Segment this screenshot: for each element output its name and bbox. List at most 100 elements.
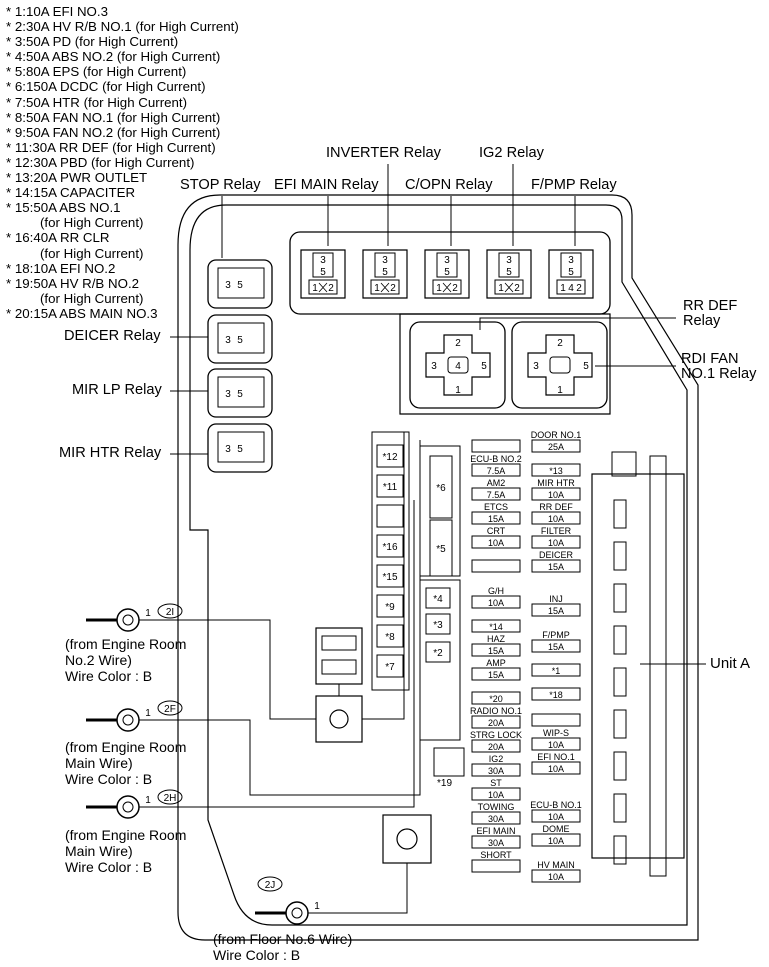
fuse-a-name: AMP bbox=[486, 658, 506, 668]
fuse-left-slot: *7 bbox=[376, 654, 404, 678]
fuse-a-val: 20A bbox=[488, 718, 504, 728]
fuse-b-name: F/PMP bbox=[542, 630, 570, 640]
pin-label: 2 bbox=[328, 283, 334, 294]
fuse-b-name: DEICER bbox=[539, 550, 574, 560]
fuse-a-val: 10A bbox=[488, 598, 504, 608]
fuse-b: HV MAIN 10A bbox=[531, 860, 581, 883]
unit-a-slot bbox=[613, 625, 627, 655]
fuse-b: DEICER 15A bbox=[531, 550, 581, 573]
legend-line: * 9:50A FAN NO.2 (for High Current) bbox=[6, 124, 221, 140]
efi-main-relay-label: EFI MAIN Relay bbox=[274, 177, 379, 193]
fuse-a-name: AM2 bbox=[487, 478, 506, 488]
pin-label: 1 bbox=[455, 385, 461, 396]
fuse-b-name: WIP-S bbox=[543, 728, 569, 738]
legend-line: * 4:50A ABS NO.2 (for High Current) bbox=[6, 49, 221, 65]
wire-2F bbox=[136, 440, 421, 796]
pin-label: 5 bbox=[583, 361, 589, 372]
pin-label: 3 bbox=[225, 444, 231, 455]
pin-label: 3 bbox=[568, 255, 574, 266]
pin-label: 3 bbox=[431, 361, 437, 372]
unit-a-slot bbox=[613, 667, 627, 697]
fuse-mid-slot: *5 bbox=[429, 519, 453, 577]
wire-pin: 1 bbox=[145, 708, 151, 719]
pin-label: 1 bbox=[557, 385, 563, 396]
fuse-b-name: INJ bbox=[549, 594, 563, 604]
fuse-b-name: HV MAIN bbox=[537, 860, 575, 870]
fuse-b-val: *1 bbox=[552, 666, 561, 676]
wire-tag: 2I bbox=[166, 607, 174, 618]
wire-tag: 2J bbox=[265, 880, 276, 891]
fuse-left-slot: *9 bbox=[376, 594, 404, 618]
fuse-a-val: 7.5A bbox=[487, 490, 506, 500]
fuse-mid-slot: *3 bbox=[425, 613, 451, 635]
fuse-a-val: 7.5A bbox=[487, 466, 506, 476]
fuse-left-slot: *8 bbox=[376, 624, 404, 648]
fuse-b-val: 10A bbox=[548, 538, 564, 548]
fuse-left-slot: *12 bbox=[376, 444, 404, 468]
mir-lp-relay-label: MIR LP Relay bbox=[72, 382, 162, 398]
wire-pin: 1 bbox=[145, 795, 151, 806]
fuse-b-val: 10A bbox=[548, 872, 564, 882]
fuse-b-name: RR DEF bbox=[539, 502, 573, 512]
fuse-a-name: STRG LOCK bbox=[470, 730, 522, 740]
fuse-a-name: SHORT bbox=[480, 850, 512, 860]
fuse-a-val: *14 bbox=[489, 622, 503, 632]
legend-line: * 6:150A DCDC (for High Current) bbox=[6, 79, 206, 95]
fuse-a-name: ST bbox=[490, 778, 502, 788]
fuse-a: ECU-B NO.27.5A bbox=[470, 454, 522, 477]
copn-relay-label: C/OPN Relay bbox=[405, 177, 493, 193]
wire-2J bbox=[305, 863, 408, 914]
fuse-b-val: 25A bbox=[548, 442, 564, 452]
unit-a-slot bbox=[613, 835, 627, 865]
big-relay-block bbox=[399, 313, 611, 415]
fuse-mid-label: *2 bbox=[433, 648, 443, 659]
fuse-mid-label: *5 bbox=[436, 544, 446, 555]
pin-label: 4 bbox=[568, 283, 574, 294]
pin-label: 5 bbox=[237, 389, 243, 400]
fuse-a-val: 30A bbox=[488, 766, 504, 776]
legend-line: * 18:10A EFI NO.2 bbox=[6, 260, 116, 276]
fuse-a-val: 30A bbox=[488, 838, 504, 848]
fuse-b-name: EFI NO.1 bbox=[537, 752, 575, 762]
rr-def-relay-label: RR DEF bbox=[683, 298, 738, 314]
pin-label: 1 bbox=[436, 283, 442, 294]
fuse-legend: * 1:10A EFI NO.3* 2:30A HV R/B NO.1 (for… bbox=[6, 4, 256, 321]
fuse-b-name: MIR HTR bbox=[537, 478, 575, 488]
legend-line: (for High Current) bbox=[40, 290, 144, 306]
fuse-left-label: *8 bbox=[385, 632, 395, 643]
fuse-b-val: *18 bbox=[549, 690, 563, 700]
legend-line: * 12:30A PBD (for High Current) bbox=[6, 154, 195, 170]
legend-line: * 15:50A ABS NO.1 bbox=[6, 200, 121, 216]
pin-label: 5 bbox=[382, 267, 388, 278]
pin-label: 1 bbox=[312, 283, 318, 294]
mir-htr-relay-label: MIR HTR Relay bbox=[59, 445, 162, 461]
pin-label: 1 bbox=[374, 283, 380, 294]
wire-2J-desc: (from Floor No.6 Wire)Wire Color : B bbox=[213, 931, 353, 963]
rr-def-relay-socket bbox=[409, 321, 506, 409]
pin-label: 5 bbox=[237, 280, 243, 291]
pin-label: 2 bbox=[455, 338, 461, 349]
rdi-fan-relay-label: RDI FAN bbox=[681, 351, 739, 367]
fuse-a-name: HAZ bbox=[487, 634, 506, 644]
fuse-a: HAZ 15A bbox=[471, 634, 521, 657]
stop-relay-label: STOP Relay bbox=[180, 177, 261, 193]
legend-line: (for High Current) bbox=[40, 215, 144, 231]
fuse-b-val: 15A bbox=[548, 562, 564, 572]
fuse-a-val: 15A bbox=[488, 646, 504, 656]
legend-line: * 13:20A PWR OUTLET bbox=[6, 170, 148, 186]
fuse-b-val: 10A bbox=[548, 490, 564, 500]
